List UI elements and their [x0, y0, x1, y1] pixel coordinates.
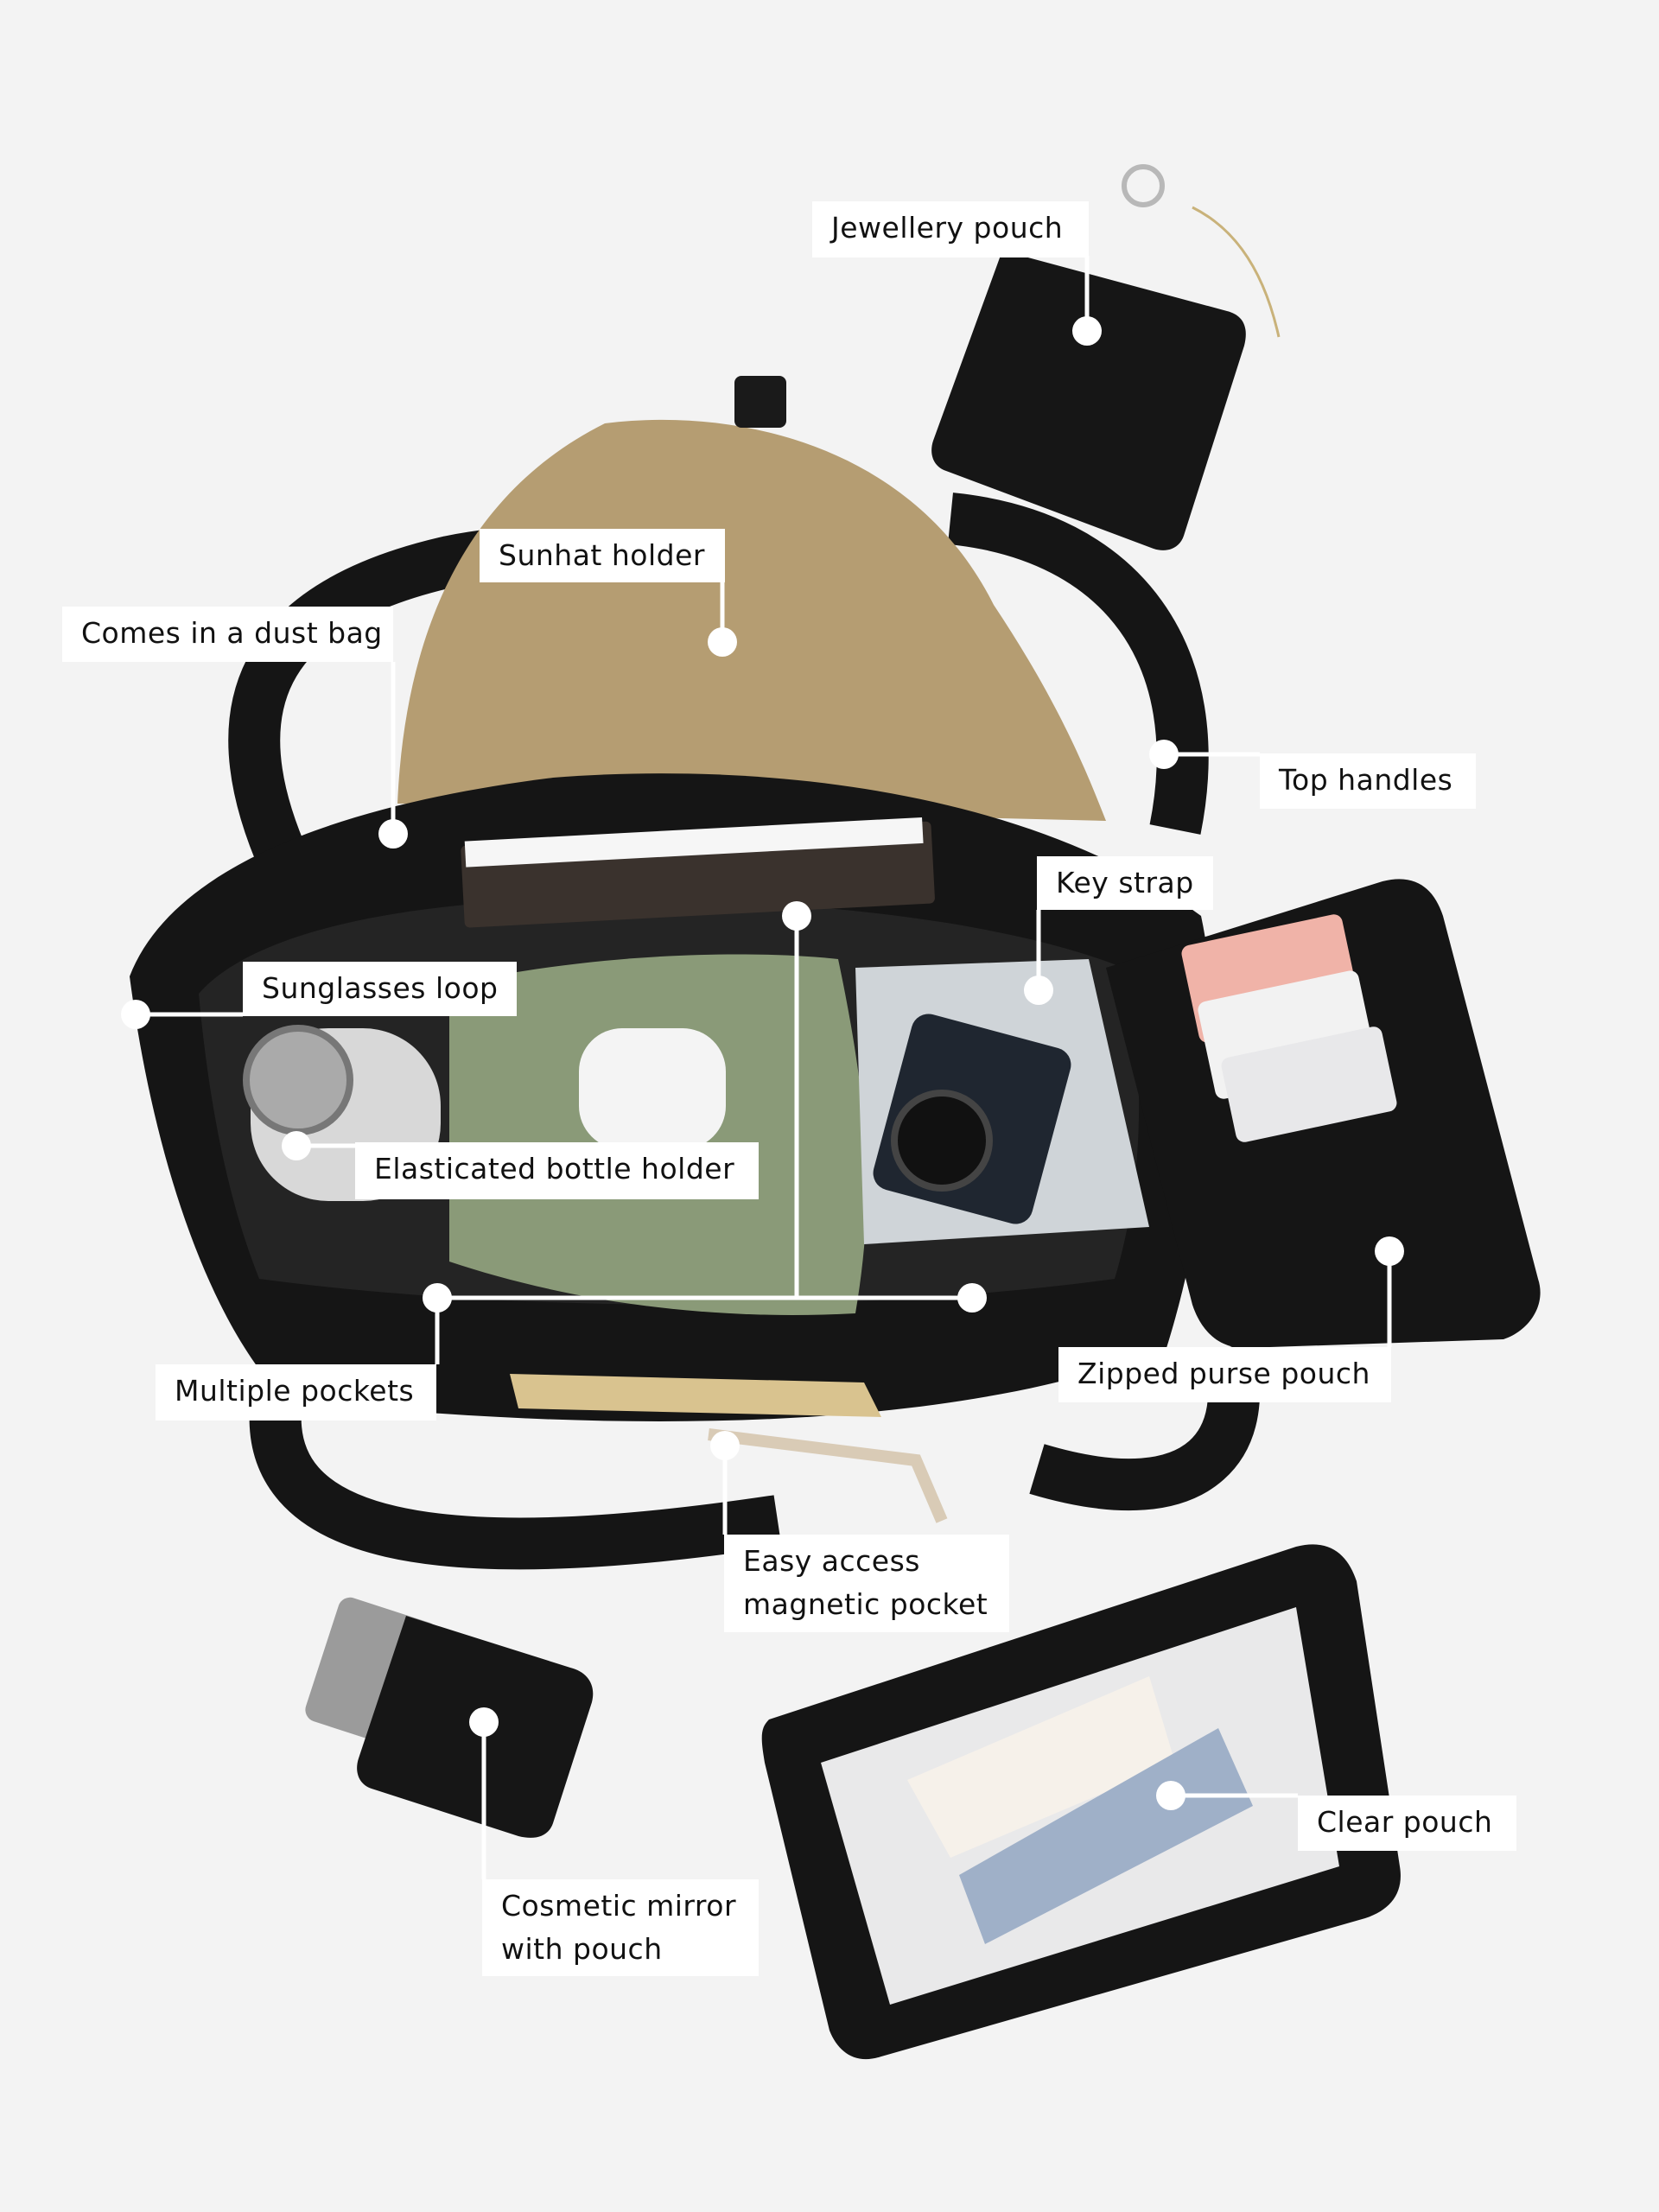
marker-dust-bag — [378, 819, 408, 849]
sunhat — [397, 419, 1106, 821]
sunscreen-tube — [907, 1676, 1175, 1858]
label-line: with pouch — [501, 1932, 663, 1966]
hand-cream-tube — [959, 1728, 1253, 1944]
marker-pocket-1 — [423, 1283, 452, 1313]
label-top-handles: Top handles — [1260, 753, 1476, 809]
marker-top-handles — [1149, 740, 1179, 769]
earbuds-case — [579, 1028, 726, 1149]
marker-sunhat-holder — [708, 627, 737, 657]
marker-clear-pouch — [1156, 1781, 1185, 1810]
marker-key-strap — [1024, 976, 1053, 1005]
marker-bottle-holder — [282, 1131, 311, 1160]
label-key-strap: Key strap — [1037, 856, 1213, 910]
label-zipped-purse: Zipped purse pouch — [1058, 1347, 1391, 1402]
label-dust-bag: Comes in a dust bag — [62, 607, 393, 662]
label-line: magnetic pocket — [743, 1587, 988, 1621]
label-jewellery-pouch: Jewellery pouch — [812, 201, 1089, 257]
label-magnetic-pocket: Easy access magnetic pocket — [724, 1535, 1009, 1632]
label-bottle-holder: Elasticated bottle holder — [355, 1142, 759, 1199]
phone — [510, 1374, 881, 1417]
label-sunglasses-loop: Sunglasses loop — [243, 962, 517, 1016]
label-sunhat-holder: Sunhat holder — [480, 529, 725, 582]
label-line: Cosmetic mirror — [501, 1889, 737, 1923]
ring — [1122, 164, 1165, 207]
marker-magnetic-pocket — [710, 1431, 740, 1460]
hat-tab — [734, 376, 786, 428]
marker-jewellery-pouch — [1072, 316, 1102, 346]
sunglasses — [708, 1428, 948, 1523]
label-multiple-pockets: Multiple pockets — [156, 1364, 436, 1421]
marker-pocket-2 — [782, 901, 811, 931]
marker-sunglasses-loop — [121, 1000, 150, 1029]
marker-pocket-3 — [957, 1283, 987, 1313]
label-line: Easy access — [743, 1544, 920, 1578]
marker-cosmetic-mirror — [469, 1707, 499, 1737]
jewellery-pouch — [931, 251, 1246, 550]
marker-dots — [121, 316, 1404, 1810]
necklace — [1192, 206, 1281, 338]
marker-zipped-purse — [1375, 1236, 1404, 1266]
label-clear-pouch: Clear pouch — [1298, 1796, 1516, 1851]
label-cosmetic-mirror: Cosmetic mirror with pouch — [482, 1879, 759, 1976]
